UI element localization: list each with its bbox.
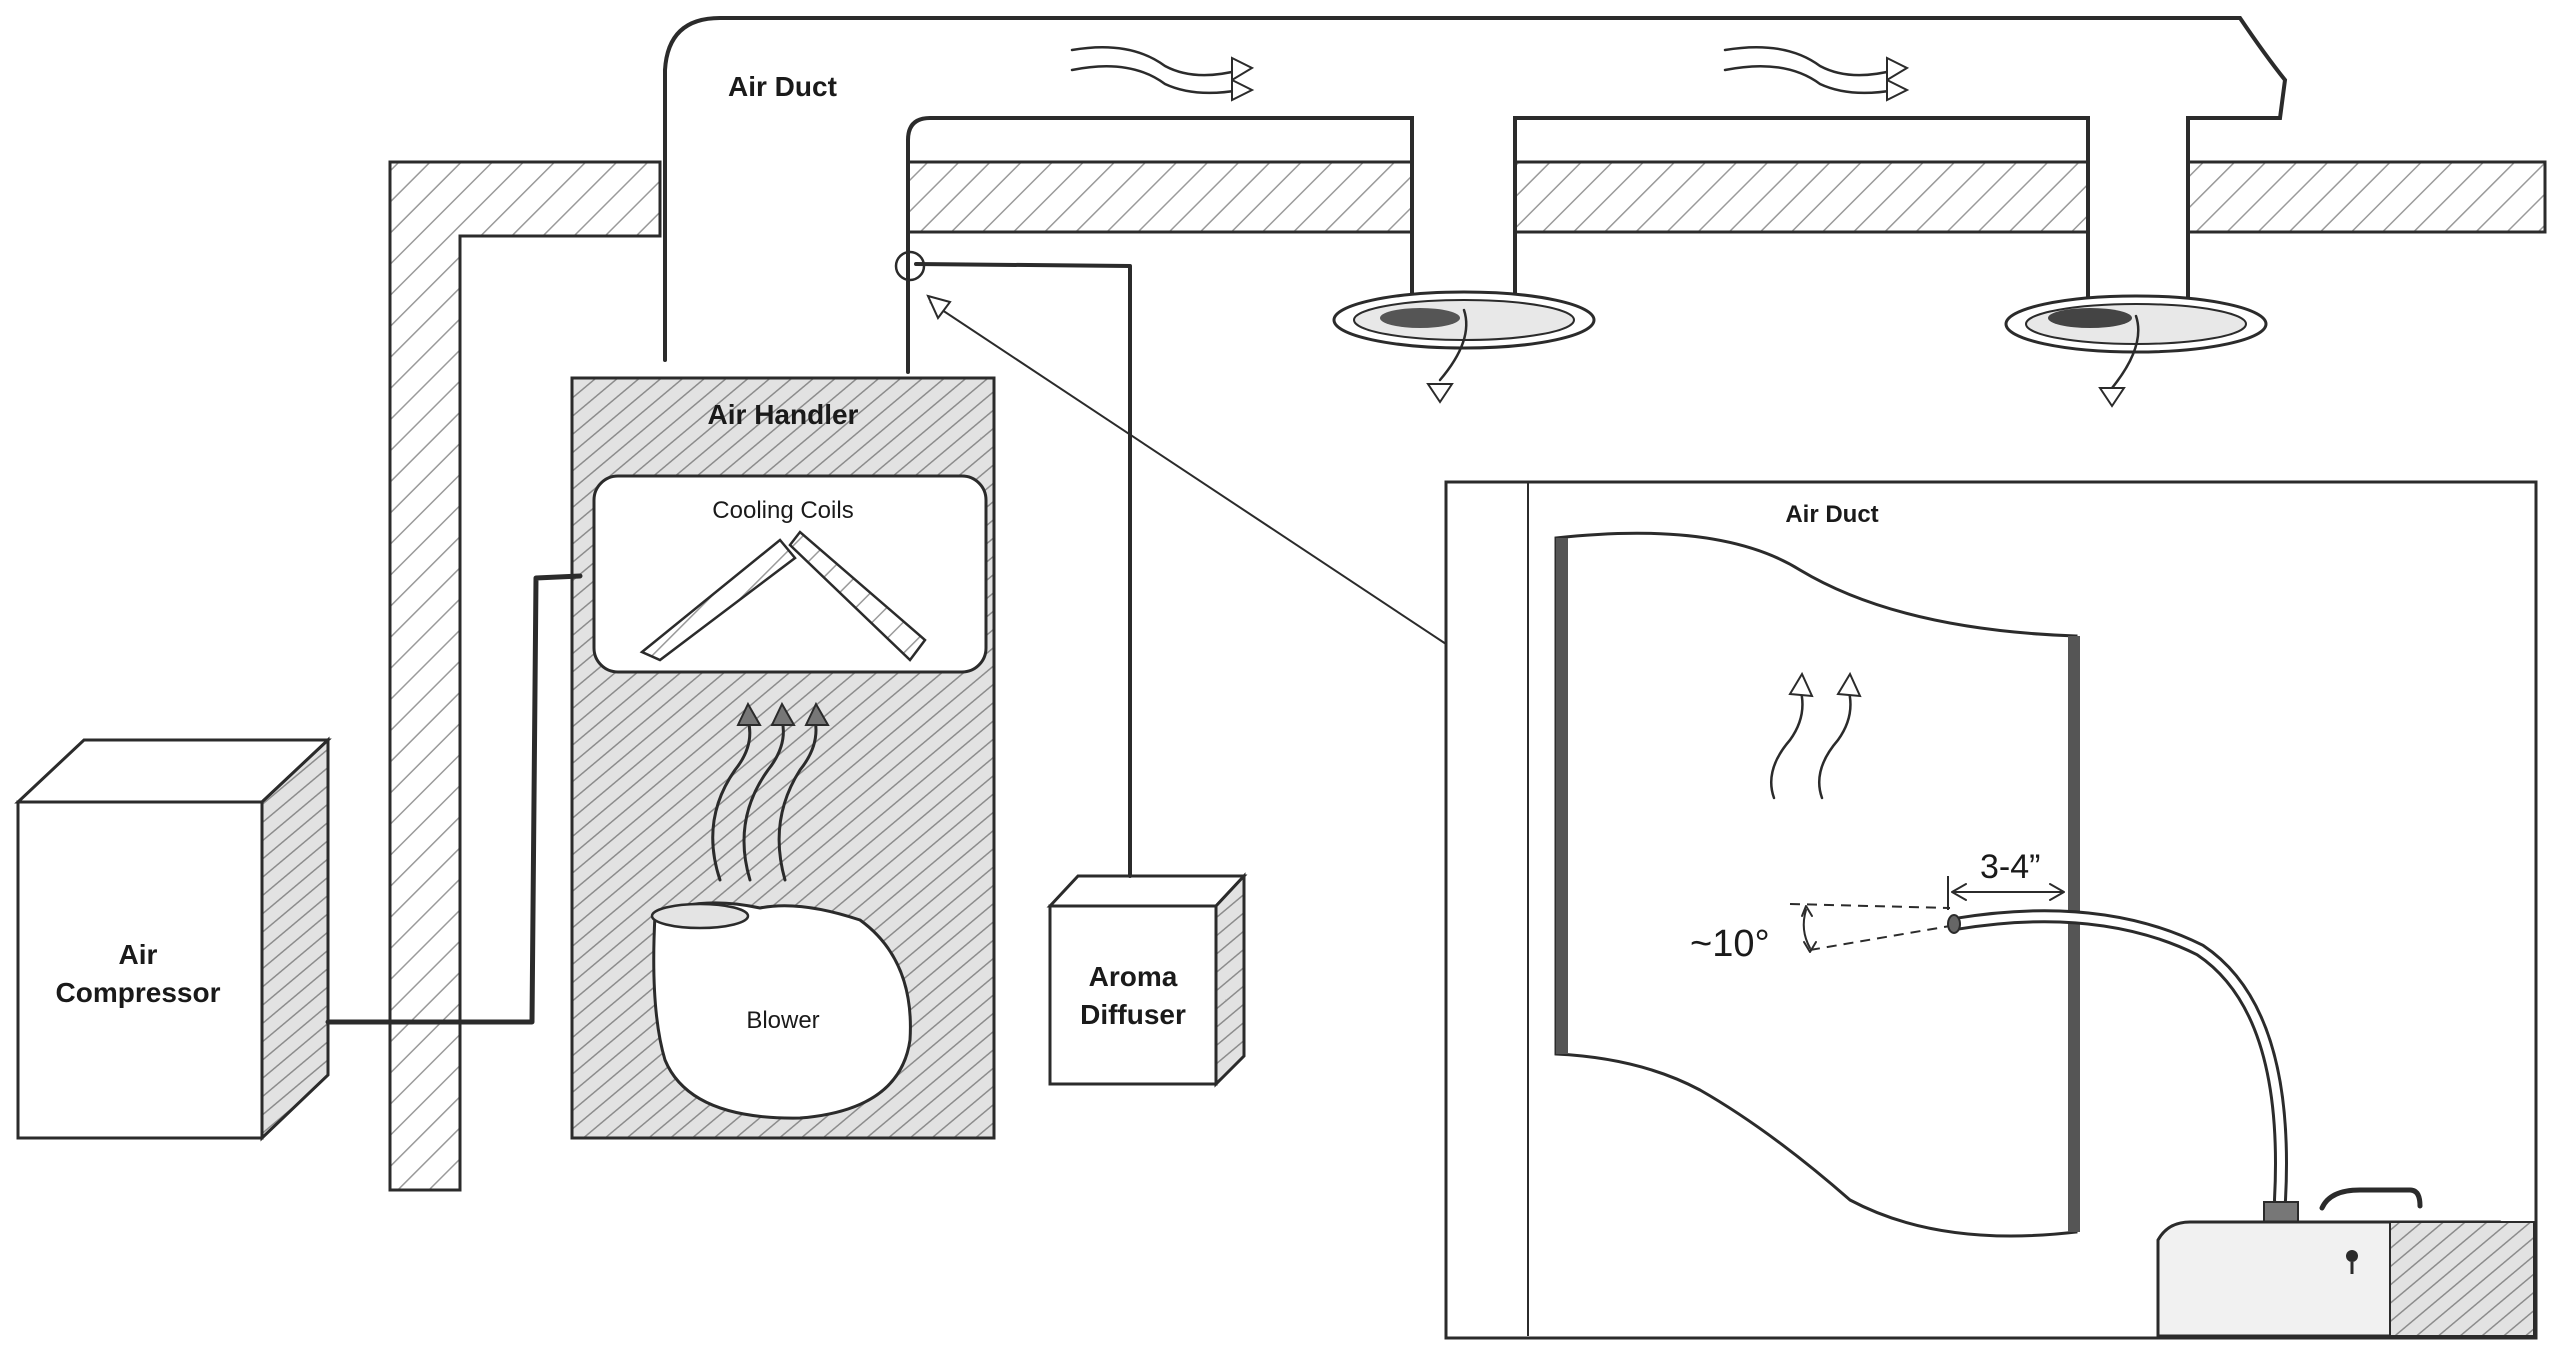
inset-air-duct-label: Air Duct [1785, 501, 1878, 528]
air-handler-label: Air Handler [708, 399, 859, 430]
air-handler: Air Handler Cooling Coils Blower [570, 376, 996, 1140]
diffuser-tube [914, 262, 1132, 878]
aroma-diffuser: Aroma Diffuser [1046, 872, 1248, 1088]
inset-diffuser-unit [2156, 1187, 2536, 1338]
air-compressor-label-line1: Air [119, 939, 158, 970]
aroma-diffuser-label-line2: Diffuser [1080, 999, 1186, 1030]
duct-airflow-arrows-1 [1070, 45, 1255, 102]
distance-dimension: 3-4” [1947, 848, 2065, 910]
cooling-coils: Cooling Coils [592, 474, 988, 674]
blower: Blower [650, 901, 912, 1120]
cooling-coils-label: Cooling Coils [712, 497, 853, 524]
compressor-line [325, 573, 583, 1025]
inset-duct-section [1554, 531, 2078, 1238]
air-compressor: Air Compressor [14, 736, 332, 1142]
blower-label: Blower [746, 1007, 819, 1034]
air-duct-label: Air Duct [728, 71, 837, 102]
duct-airflow-arrows-2 [1723, 45, 1910, 102]
detail-inset: Air Duct 3-4” ~10° [1444, 480, 2538, 1340]
angle-label: ~10° [1690, 923, 1770, 965]
blower-airflow-arrows [711, 701, 830, 882]
ceiling-vent-1 [1332, 290, 1596, 404]
distance-label: 3-4” [1980, 848, 2040, 886]
air-compressor-label-line2: Compressor [56, 977, 221, 1008]
main-air-duct: Air Duct [663, 16, 2288, 374]
injection-point-marker [894, 250, 926, 282]
angle-dimension: ~10° [1690, 903, 1951, 965]
aroma-diffuser-label-line1: Aroma [1089, 961, 1178, 992]
duct-outline [663, 16, 2288, 372]
detail-leader-line [929, 301, 1447, 645]
ceiling-vent-2 [2004, 294, 2268, 408]
